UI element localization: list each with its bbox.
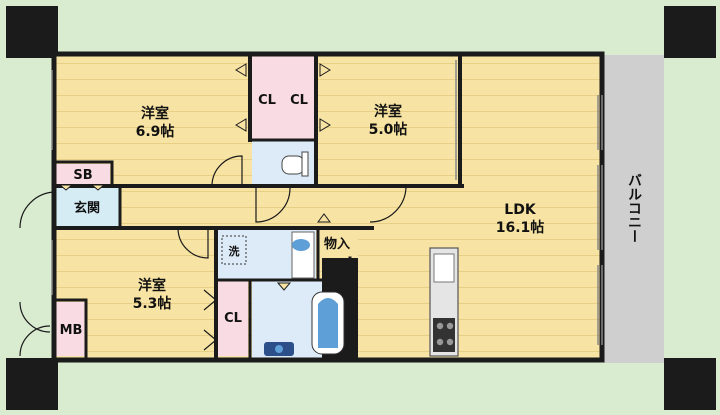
shoe-box — [56, 164, 110, 184]
closet-1 — [252, 56, 284, 140]
pillar-bottom-left — [6, 358, 58, 410]
storage-area — [316, 228, 358, 258]
pillar-bottom-right — [664, 358, 716, 410]
entrance-label: 玄関 — [74, 200, 100, 216]
washbasin-icon — [291, 231, 315, 279]
pillar-top-right — [664, 6, 716, 58]
windows — [51, 60, 603, 345]
room-western-3-name: 洋室 — [138, 277, 166, 294]
bathtub-icon — [311, 291, 345, 355]
bath-faucet-icon — [264, 342, 294, 356]
balcony-label: バルコニー — [626, 173, 642, 243]
closet-3-label: CL — [224, 311, 242, 326]
room-western-1-name: 洋室 — [141, 105, 169, 122]
room-ldk-size: 16.1帖 — [496, 219, 545, 236]
closet-doors — [58, 63, 331, 291]
closet-3 — [218, 280, 248, 356]
wash-label: 洗 — [229, 244, 240, 258]
room-western-3-size: 5.3帖 — [133, 295, 172, 312]
toilet-icon — [281, 151, 309, 177]
closet-2 — [284, 56, 316, 140]
door-swings — [19, 155, 407, 357]
balcony-area — [604, 55, 664, 363]
pillar-top-left — [6, 6, 58, 58]
stove-icon — [433, 318, 455, 352]
washer-space — [221, 235, 247, 265]
room-ldk-name: LDK — [504, 202, 537, 218]
shoe-box-label: SB — [73, 168, 92, 183]
meter-box-label: MB — [60, 323, 83, 338]
storage-label: 物入 — [324, 236, 350, 252]
room-western-1-size: 6.9帖 — [136, 123, 175, 140]
kitchen-sink-icon — [433, 253, 455, 283]
meter-box — [56, 302, 86, 356]
room-western-2-size: 5.0帖 — [369, 121, 408, 138]
entrance-area — [56, 186, 120, 228]
closet-2-label: CL — [290, 93, 308, 108]
room-western-2-name: 洋室 — [374, 103, 402, 120]
closet-1-label: CL — [258, 93, 276, 108]
